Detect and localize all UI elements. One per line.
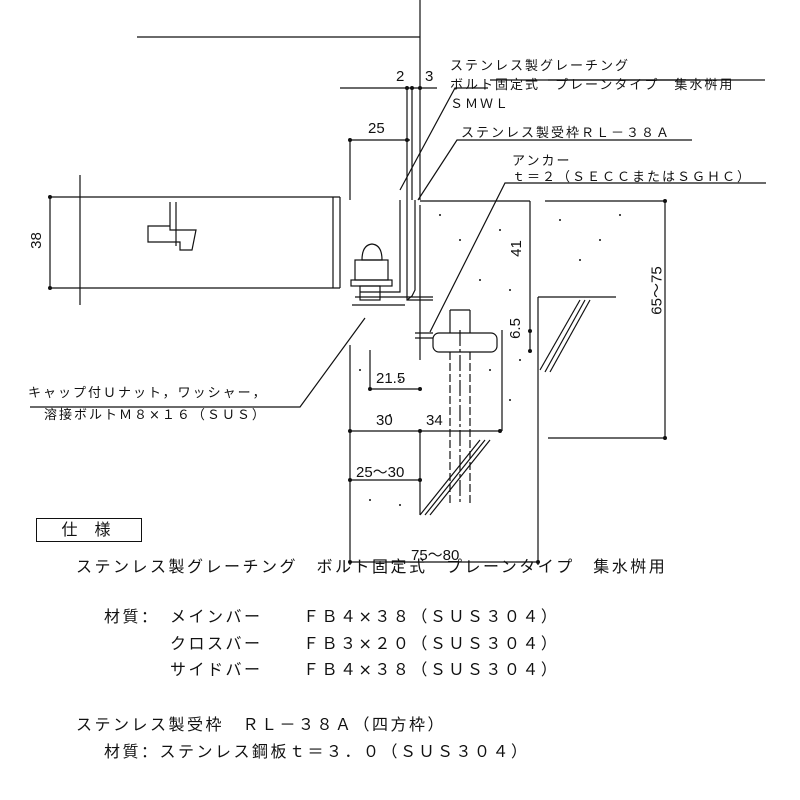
dim-41: 41 bbox=[507, 240, 525, 257]
dim-34: 34 bbox=[426, 412, 443, 429]
dim-6-5: 6.5 bbox=[506, 318, 524, 339]
spec-title: ステンレス製グレーチング ボルト固定式 プレーンタイプ 集水桝用 bbox=[76, 557, 668, 576]
spec-value: ＦＢ４×３８（ＳＵＳ３０４） bbox=[303, 660, 560, 679]
spec-part: サイドバー bbox=[170, 660, 263, 679]
dim-2: 2 bbox=[396, 68, 405, 85]
dim-30: 30 bbox=[376, 412, 393, 429]
dim-25: 25 bbox=[368, 120, 385, 137]
anchor-callout-line2: ｔ＝２（ＳＥＣＣまたはＳＧＨＣ） bbox=[512, 170, 753, 185]
spec-value: ＦＢ３×２０（ＳＵＳ３０４） bbox=[303, 634, 560, 653]
spec-part: メインバー bbox=[170, 607, 263, 626]
dim-25-30: 25～30 bbox=[356, 464, 405, 481]
spec-material-label: 材質： bbox=[104, 607, 160, 626]
dim-21-5: 21.5 bbox=[376, 370, 406, 387]
spec-heading: 仕 様 bbox=[36, 518, 142, 542]
spec-part: クロスバー bbox=[170, 634, 263, 653]
frame-callout: ステンレス製受枠ＲＬ－３８Ａ bbox=[461, 126, 672, 141]
grating-callout-line2: ボルト固定式 プレーンタイプ 集水桝用 bbox=[450, 78, 735, 93]
dim-3: 3 bbox=[425, 68, 434, 85]
grating-callout-line3: ＳＭＷＬ bbox=[450, 97, 511, 112]
grating-callout-line1: ステンレス製グレーチング bbox=[450, 59, 631, 74]
spec-value: ＦＢ４×３８（ＳＵＳ３０４） bbox=[303, 607, 560, 626]
nut-callout-line2: 溶接ボルトＭ８×１６（ＳＵＳ） bbox=[44, 408, 267, 423]
dim-38: 38 bbox=[27, 232, 45, 249]
anchor-callout-line1: アンカー bbox=[512, 154, 572, 169]
spec-frame-material: 材質：ステンレス鋼板ｔ＝３．０（ＳＵＳ３０４） bbox=[104, 742, 530, 761]
spec-frame-title: ステンレス製受枠 ＲＬ－３８Ａ（四方枠） bbox=[76, 715, 447, 734]
dim-65-75: 65～75 bbox=[648, 266, 666, 315]
dim-75-80: 75～80 bbox=[411, 547, 460, 564]
nut-callout-line1: キャップ付Ｕナット，ワッシャー， bbox=[28, 386, 268, 401]
